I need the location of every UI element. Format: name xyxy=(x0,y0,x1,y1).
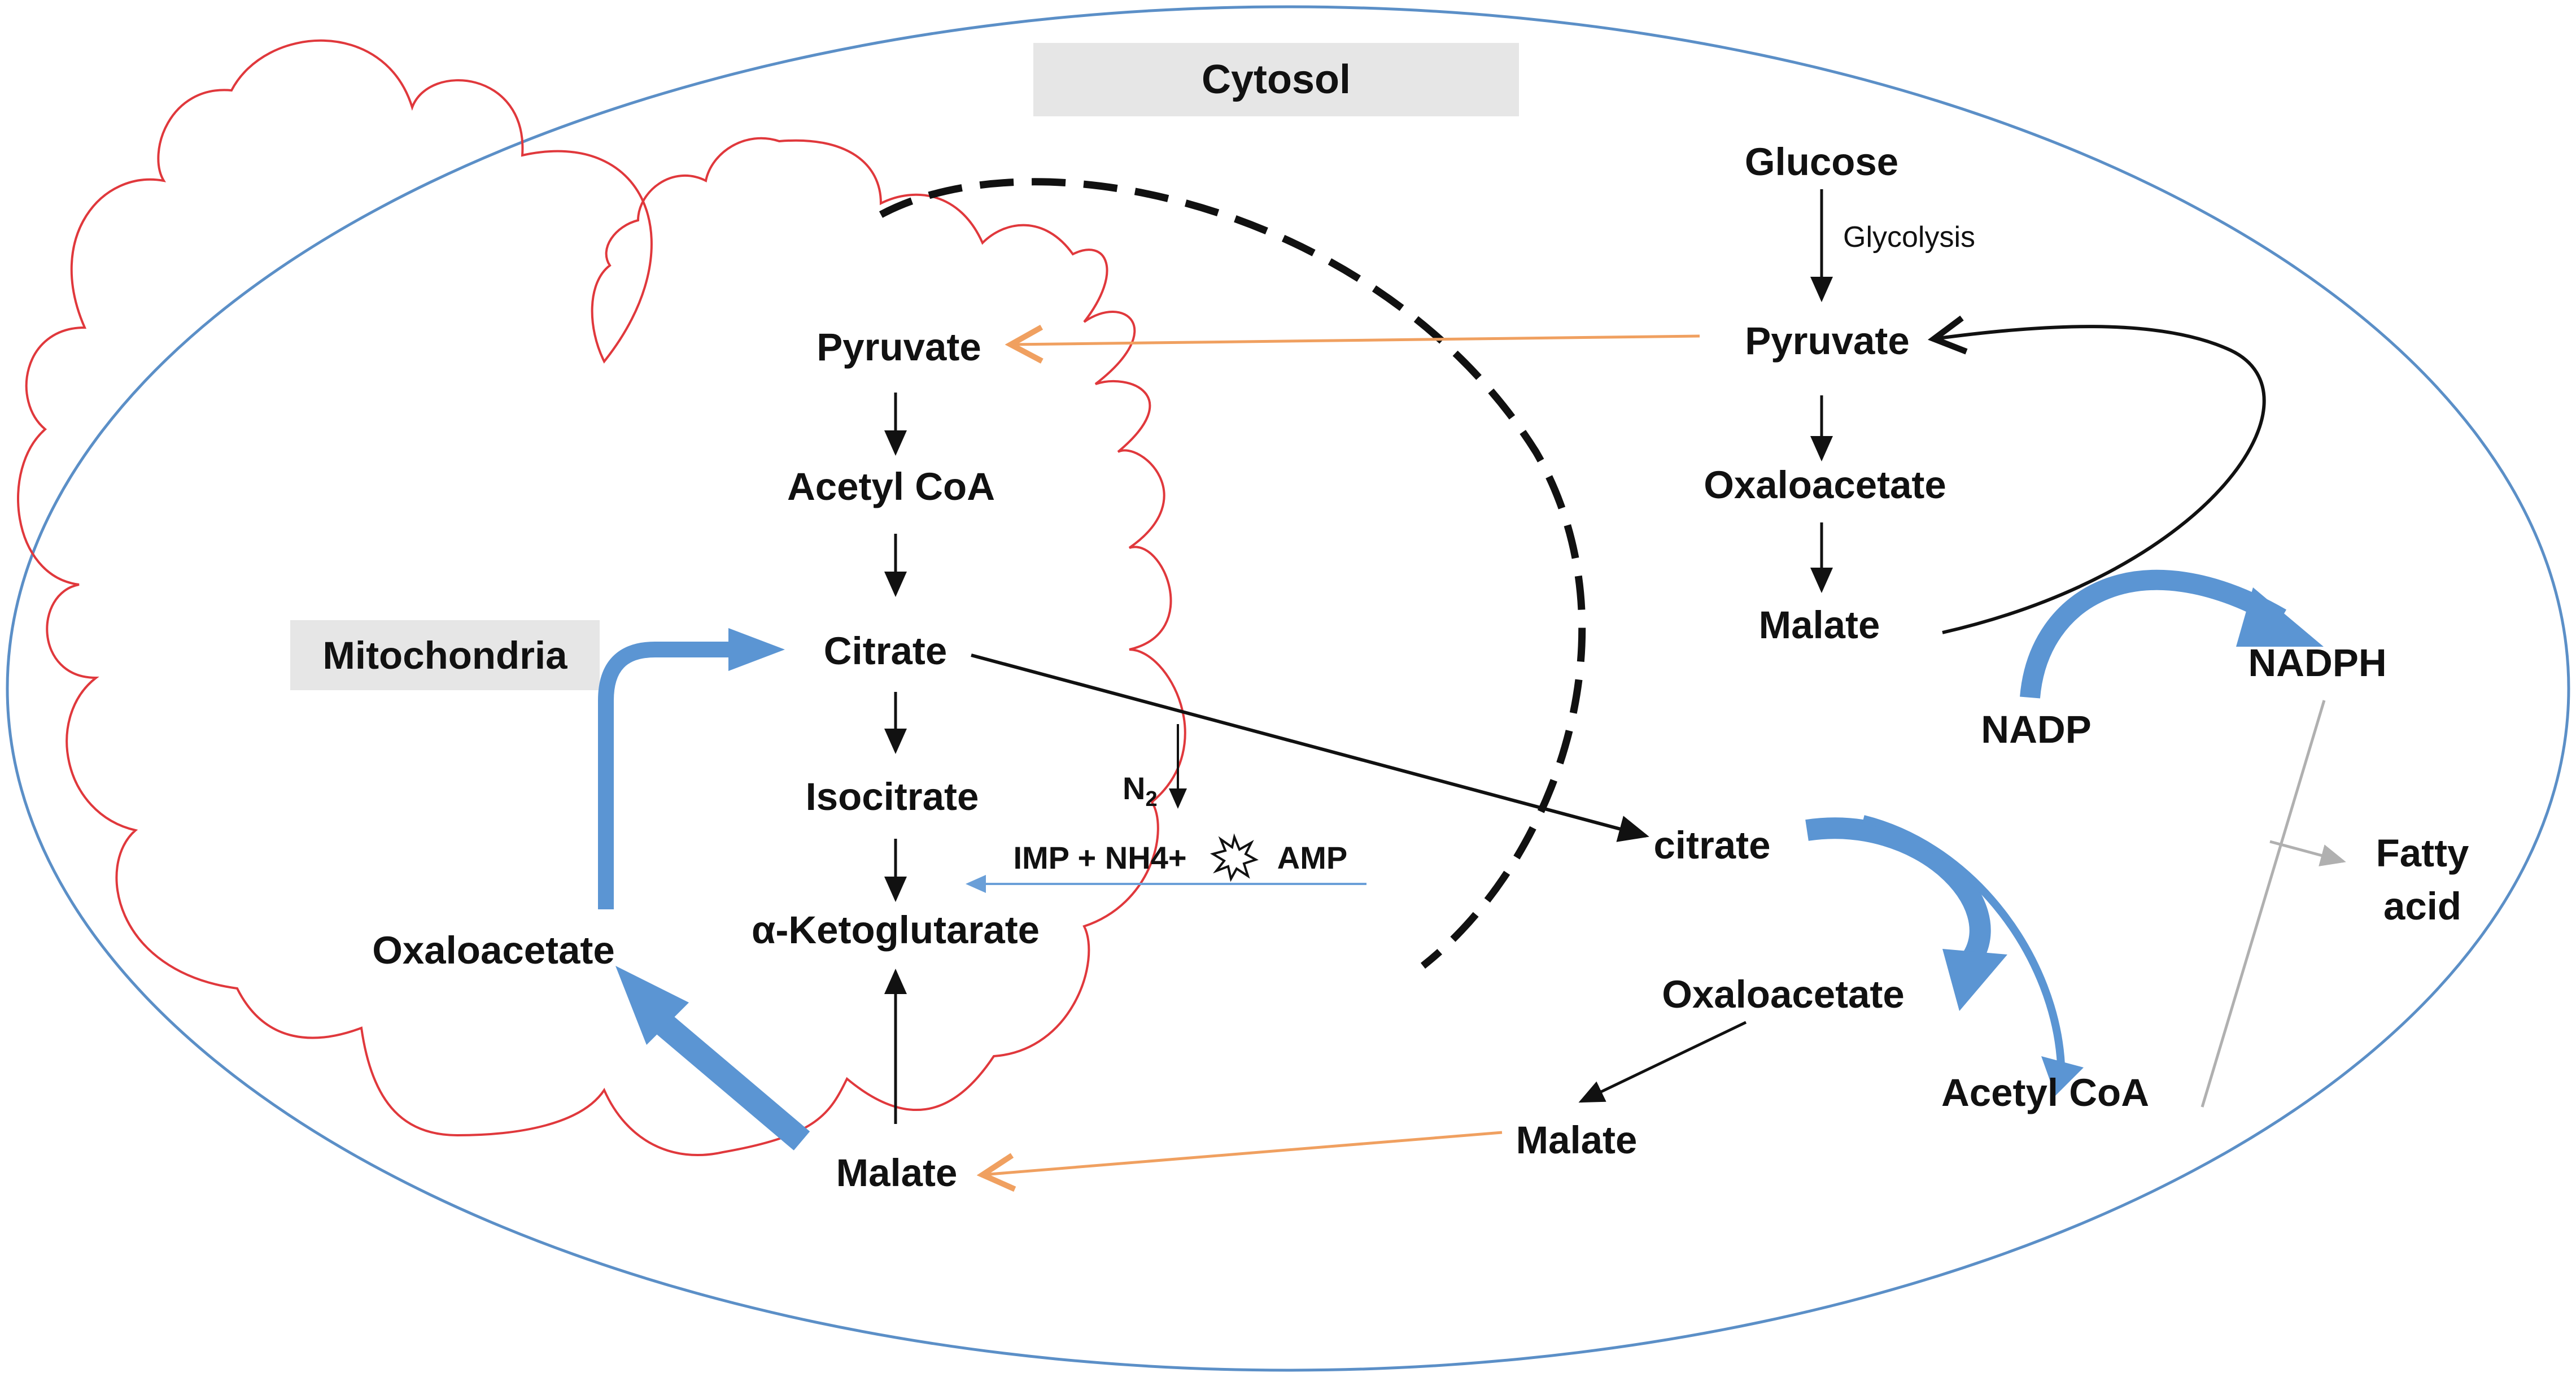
arrow-citrate-export xyxy=(971,653,1649,842)
mito-citrate: Citrate xyxy=(824,629,948,673)
mito-pyruvate: Pyruvate xyxy=(817,325,981,369)
cytosol-glucose: Glucose xyxy=(1745,140,1898,184)
gray-line-nadph xyxy=(2200,700,2326,1108)
mito-oxaloacetate: Oxaloacetate xyxy=(372,929,615,972)
mito-malate: Malate xyxy=(836,1151,958,1195)
glycolysis-label: Glycolysis xyxy=(1843,221,1975,254)
mito-acetyl-coa: Acetyl CoA xyxy=(787,465,995,508)
blue-arrow-citrate-acetylcoa xyxy=(1862,815,2065,1065)
mitochondria-label: Mitochondria xyxy=(322,634,567,677)
cytosol-acetyl-coa: Acetyl CoA xyxy=(1941,1071,2149,1114)
arrow-oaa2-malate2 xyxy=(1578,1021,1747,1103)
blue-arrow-oaa-citrate xyxy=(598,642,734,909)
cytosol-pyruvate: Pyruvate xyxy=(1745,319,1910,363)
gray-arrow-fatty-acid xyxy=(2269,840,2346,866)
orange-arrow-pyruvate-transport xyxy=(1011,336,1700,345)
mito-isocitrate: Isocitrate xyxy=(806,775,979,818)
fatty-acid-label-line1: Fatty xyxy=(2376,831,2469,875)
blue-arrow-oaa-citrate-head xyxy=(728,628,785,671)
cytosol-oxaloacetate: Oxaloacetate xyxy=(1704,463,1946,507)
amp-label: AMP xyxy=(1277,840,1347,875)
blue-arrow-citrate-acetylcoa-head xyxy=(2041,1056,2084,1096)
nadp-label: NADP xyxy=(1981,708,2092,751)
blue-arrow-nadp-nadph xyxy=(2020,569,2287,699)
blue-arrow-citrate-oaa xyxy=(1805,817,1991,966)
enzyme-burst-icon xyxy=(1210,833,1259,882)
cell-outline xyxy=(6,5,2570,1372)
blue-arrow-malate-oaa xyxy=(647,1007,810,1151)
mitochondria-label-box xyxy=(290,620,600,690)
mitochondria-membrane xyxy=(17,39,1186,1157)
arrow-malate-pyruvate-loop xyxy=(1927,315,2266,634)
blue-arrow-malate-oaa-head xyxy=(615,966,689,1045)
dashed-membrane-arc xyxy=(879,178,1586,969)
cytosol-citrate: citrate xyxy=(1653,823,1770,867)
cytosol-label-box xyxy=(1033,43,1519,116)
blue-arrow-citrate-oaa-head xyxy=(1942,949,2007,1011)
cytosol-label: Cytosol xyxy=(1202,57,1351,102)
cytosol-malate-2: Malate xyxy=(1516,1118,1638,1162)
mito-alpha-ketoglutarate: α-Ketoglutarate xyxy=(752,908,1040,952)
orange-arrow-malate-transport xyxy=(983,1131,1503,1175)
blue-arrow-nadp-nadph-head xyxy=(2236,587,2324,647)
fatty-acid-label-line2: acid xyxy=(2383,884,2461,928)
cytosol-oxaloacetate-2: Oxaloacetate xyxy=(1662,973,1905,1016)
nadph-label: NADPH xyxy=(2248,641,2386,685)
imp-nh4-label: IMP + NH4+ xyxy=(1013,840,1186,875)
cytosol-malate: Malate xyxy=(1759,603,1880,647)
n2-label: N2 xyxy=(1123,770,1158,811)
